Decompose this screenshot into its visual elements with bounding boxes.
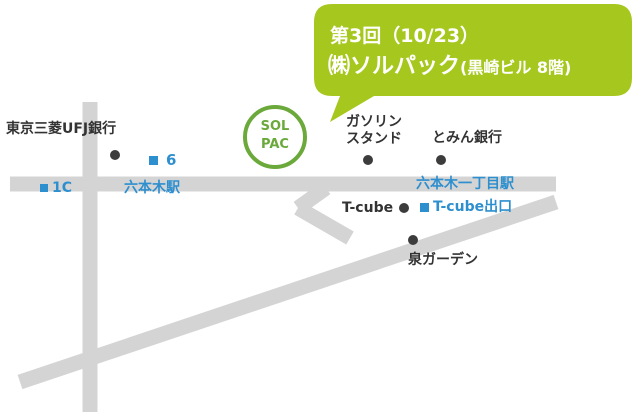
tcube-exit-label: T-cube出口 — [433, 199, 513, 215]
tcube-building-marker — [399, 203, 409, 213]
exit-6-label: 6 — [166, 151, 177, 169]
callout-company: ㈱ソルパック(黒崎ビル 8階) — [328, 54, 571, 81]
mufg-bank-marker — [110, 150, 120, 160]
izumi-garden-marker — [408, 235, 418, 245]
mufg-bank-label: 東京三菱UFJ銀行 — [6, 121, 117, 137]
roppongi-itchome-station-label: 六本木一丁目駅 — [416, 176, 514, 192]
gas-station-label-line1: ガソリン — [346, 114, 402, 130]
tomin-bank-label: とみん銀行 — [432, 130, 502, 146]
exit-6-marker — [149, 156, 158, 165]
solpac-logo-line1: SOL — [260, 119, 290, 134]
callout-company-name: ㈱ソルパック — [328, 54, 461, 79]
gas-station-label-line2: スタンド — [346, 131, 402, 147]
solpac-logo-text: SOL PAC — [251, 118, 299, 154]
diagonal-road-short — [294, 201, 354, 245]
gas-station-marker — [363, 155, 373, 165]
solpac-logo-circle — [243, 105, 307, 169]
tcube-building-label: T-cube — [342, 200, 394, 216]
callout-date: 第3回（10/23） — [330, 25, 480, 47]
callout-building: (黒崎ビル 8階) — [460, 58, 572, 77]
roads — [10, 102, 559, 412]
izumi-garden-label: 泉ガーデン — [408, 252, 478, 268]
tcube-exit-marker — [420, 203, 429, 212]
gas-station-label: ガソリン スタンド — [340, 114, 408, 148]
solpac-logo-line2: PAC — [261, 137, 289, 152]
exit-1c-marker — [40, 184, 48, 192]
callout-bubble — [314, 4, 632, 122]
exit-1c-label: 1C — [52, 180, 73, 196]
diagonal-road-long — [17, 194, 559, 390]
tomin-bank-marker — [436, 155, 446, 165]
roppongi-station-label: 六本木駅 — [124, 180, 180, 196]
diagonal-road-connector — [293, 181, 331, 215]
